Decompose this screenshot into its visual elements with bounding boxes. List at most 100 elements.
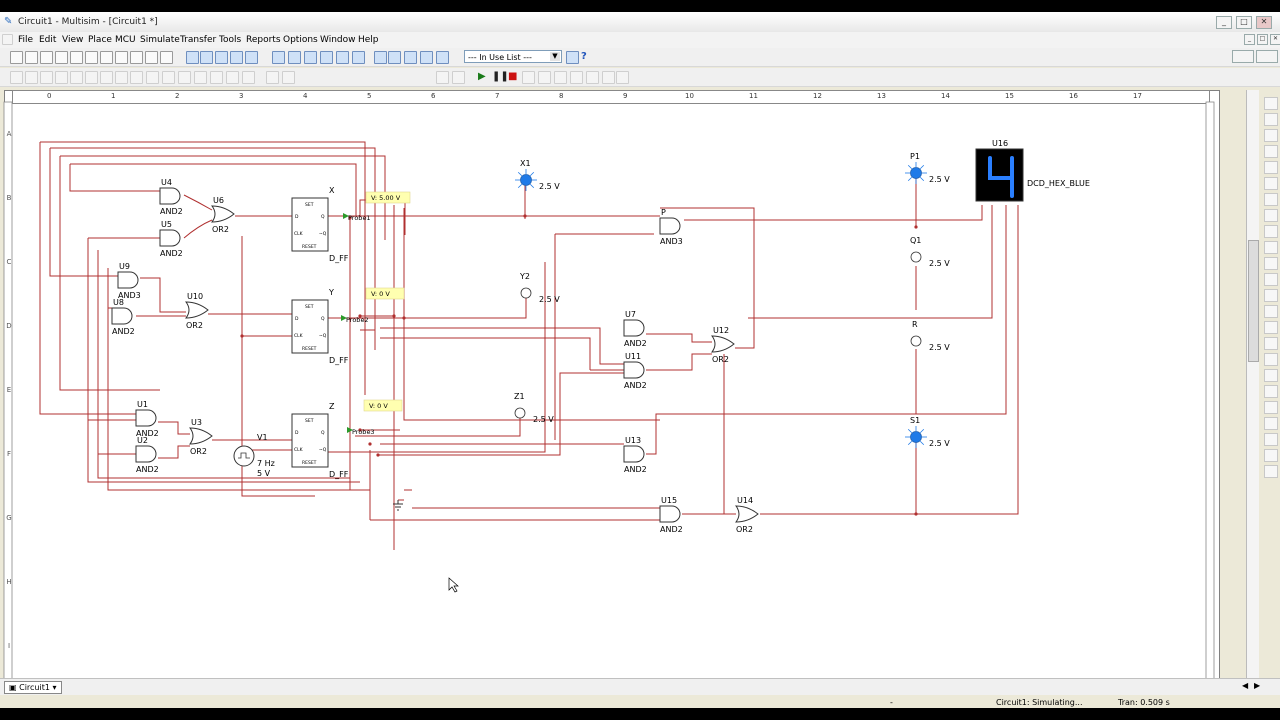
toolbar-tool-icon[interactable] [352,51,365,64]
toolbar-tool-icon[interactable] [70,51,83,64]
lamp-y2[interactable]: Y22.5 V [519,272,560,304]
instrument-icon[interactable] [1264,193,1278,206]
instrument-icon[interactable] [1264,305,1278,318]
menu-reports[interactable]: Reports [246,35,281,45]
doc-restore-button[interactable]: □ [1257,34,1268,45]
instrument-icon[interactable] [1264,113,1278,126]
toolbar-tool-icon[interactable] [420,51,433,64]
toolbar-tool-icon[interactable] [85,71,98,84]
toolbar-tool-icon[interactable] [436,51,449,64]
toolbar-tool-icon[interactable] [282,71,295,84]
instrument-icon[interactable] [1264,369,1278,382]
toolbar-tool-icon[interactable] [242,71,255,84]
close-button[interactable]: ✕ [1256,16,1272,29]
lamp-s1[interactable]: S12.5 V [905,416,950,448]
instrument-icon[interactable] [1264,321,1278,334]
doc-close-button[interactable]: ✕ [1270,34,1280,45]
toolbar-tool-icon[interactable] [522,71,535,84]
toolbar-tool-icon[interactable] [602,71,615,84]
toolbar-tool-icon[interactable] [452,71,465,84]
menu-edit[interactable]: Edit [39,35,57,45]
toolbar-tool-icon[interactable] [146,71,159,84]
toolbar-tool-icon[interactable] [586,71,599,84]
component-wizard-icon[interactable] [566,51,579,64]
toolbar-tool-icon[interactable] [226,71,239,84]
instrument-icon[interactable] [1264,465,1278,478]
toolbar-tool-icon[interactable] [85,51,98,64]
lamp-q1[interactable]: Q12.5 V [910,236,950,268]
toolbar-tool-icon[interactable] [25,71,38,84]
instrument-icon[interactable] [1264,417,1278,430]
instrument-icon[interactable] [1264,433,1278,446]
instrument-icon[interactable] [1264,289,1278,302]
lamp-x1[interactable]: X12.5 V [515,159,560,191]
instrument-icon[interactable] [1264,337,1278,350]
vertical-scrollbar[interactable] [1246,90,1259,686]
instrument-icon[interactable] [1264,225,1278,238]
instrument-icon[interactable] [1264,449,1278,462]
toolbar-tool-icon[interactable] [145,51,158,64]
scrollbar-thumb[interactable] [1248,240,1259,362]
tab-scroll-right-icon[interactable]: ▶ [1254,681,1261,690]
toolbar-tool-icon[interactable] [320,51,333,64]
toolbar-tool-icon[interactable] [230,51,243,64]
menu-help[interactable]: Help [358,35,379,45]
menu-mcu[interactable]: MCU [115,35,136,45]
menu-file[interactable]: File [18,35,34,45]
toolbar-tool-icon[interactable] [374,51,387,64]
toolbar-tool-icon[interactable] [272,51,285,64]
tab-scroll-left-icon[interactable]: ◀ [1242,681,1249,690]
toolbar-tool-icon[interactable] [130,71,143,84]
instrument-icon[interactable] [1264,241,1278,254]
menu-place[interactable]: Place [88,35,112,45]
toolbar-tool-icon[interactable] [130,51,143,64]
minimize-button[interactable]: _ [1216,16,1232,29]
instrument-icon[interactable] [1264,401,1278,414]
menu-simulate[interactable]: Simulate [140,35,180,45]
toolbar-tool-icon[interactable] [266,71,279,84]
instrument-icon[interactable] [1264,129,1278,142]
stop-simulation-icon[interactable]: ■ [508,71,518,82]
run-simulation-icon[interactable]: ▶ [478,71,486,82]
instrument-icon[interactable] [1264,97,1278,110]
toolbar-tool-icon[interactable] [336,51,349,64]
hex-display-u16[interactable]: U16 4 DCD_HEX_BLUE [975,139,1090,202]
instrument-icon[interactable] [1264,273,1278,286]
tab-circuit1[interactable]: ▣ Circuit1 ▾ [4,681,62,694]
lamp-p1[interactable]: P12.5 V [905,152,950,184]
help-icon[interactable]: ? [581,51,587,62]
toolbar-tool-icon[interactable] [616,71,629,84]
toolbar-tool-icon[interactable] [55,71,68,84]
toolbar-tool-icon[interactable] [40,71,53,84]
instrument-icon[interactable] [1264,385,1278,398]
toolbar-tool-icon[interactable] [10,71,23,84]
menu-options[interactable]: Options [283,35,318,45]
breadboard-view-button[interactable] [1232,50,1254,63]
instrument-icon[interactable] [1264,209,1278,222]
toolbar-tool-icon[interactable] [55,51,68,64]
toolbar-tool-icon[interactable] [554,71,567,84]
toolbar-tool-icon[interactable] [10,51,23,64]
toolbar-tool-icon[interactable] [160,51,173,64]
menu-tools[interactable]: Tools [219,35,242,45]
lamp-r[interactable]: R2.5 V [910,320,950,352]
